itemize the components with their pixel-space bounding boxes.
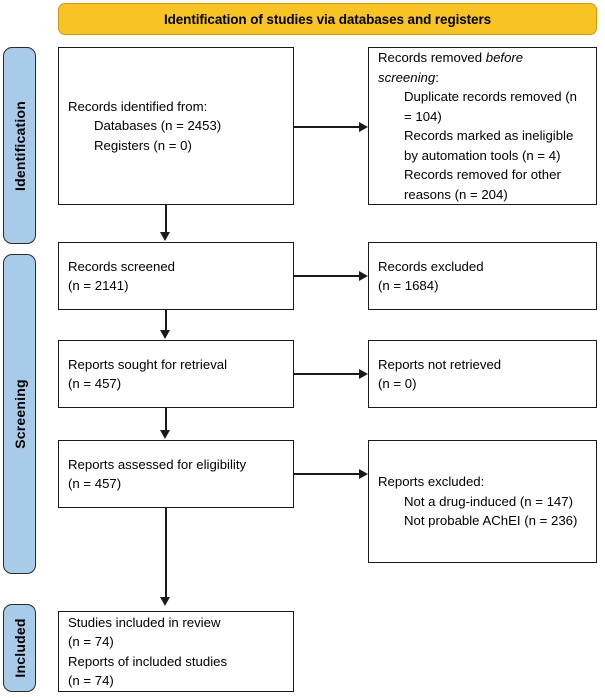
- box-reports-sought-for-retrieval: Reports sought for retrieval (n = 457): [58, 340, 294, 408]
- connector-identified-to-screened-line: [165, 205, 167, 235]
- box-studies-included-in-review: Studies included in review (n = 74) Repo…: [58, 611, 294, 692]
- box-records-excluded: Records excluded (n = 1684): [368, 242, 597, 310]
- reports-not-retrieved-count: (n = 0): [378, 376, 417, 391]
- stage-label-screening: Screening: [11, 379, 28, 449]
- box-reports-not-retrieved: Reports not retrieved (n = 0): [368, 340, 597, 408]
- records-removed-lead-suffix: :: [435, 69, 439, 85]
- records-removed-lead-italic: before screening: [378, 50, 524, 85]
- records-identified-registers: Registers (n = 0): [94, 137, 192, 153]
- box-reports-excluded: Reports excluded: Not a drug-induced (n …: [368, 440, 597, 563]
- records-removed-duplicates: Duplicate records removed (n = 104): [404, 89, 577, 124]
- stage-tab-included: Included: [3, 604, 36, 692]
- connector-screened-to-excluded-line: [294, 275, 360, 277]
- records-identified-databases: Databases (n = 2453): [94, 118, 222, 134]
- stage-tab-screening: Screening: [3, 254, 36, 574]
- records-excluded-label: Records excluded: [378, 258, 484, 274]
- records-removed-other: Records removed for other reasons (n = 2…: [404, 167, 561, 202]
- records-screened-label: Records screened: [68, 258, 176, 274]
- reports-excluded-label: Reports excluded:: [378, 474, 485, 490]
- connector-assessed-to-included-line: [165, 508, 167, 600]
- reports-excluded-not-drug-induced: Not a drug-induced (n = 147): [404, 493, 573, 509]
- records-removed-automation: Records marked as ineligible by automati…: [404, 128, 574, 163]
- connector-sought-to-not-retrieved-arrow: [359, 368, 368, 379]
- connector-sought-to-not-retrieved-line: [294, 373, 360, 375]
- reports-not-retrieved-label: Reports not retrieved: [378, 356, 502, 372]
- connector-screened-to-excluded-arrow: [359, 270, 368, 281]
- connector-screened-to-sought-line: [165, 310, 167, 333]
- connector-screened-to-sought-arrow: [160, 330, 171, 339]
- records-removed-lead: Records removed before screening:: [378, 48, 587, 87]
- box-reports-assessed-for-eligibility: Reports assessed for eligibility (n = 45…: [58, 440, 294, 508]
- connector-assessed-to-reports-excluded-line: [294, 473, 360, 475]
- box-records-removed-before-screening: Records removed before screening: Duplic…: [368, 47, 597, 205]
- reports-of-included-studies-count: (n = 74): [68, 673, 114, 688]
- diagram-title-banner: Identification of studies via databases …: [58, 3, 597, 35]
- box-records-identified: Records identified from: Databases (n = …: [58, 47, 294, 205]
- stage-label-identification: Identification: [11, 100, 28, 191]
- stage-tab-identification: Identification: [3, 47, 36, 244]
- diagram-title-text: Identification of studies via databases …: [163, 11, 492, 27]
- connector-identified-to-removed-arrow: [359, 121, 368, 132]
- records-removed-lead-prefix: Records removed: [378, 50, 486, 65]
- reports-assessed-label: Reports assessed for eligibility: [68, 456, 247, 472]
- connector-assessed-to-included-arrow: [160, 597, 171, 606]
- connector-identified-to-screened-arrow: [160, 232, 171, 241]
- records-excluded-count: (n = 1684): [378, 278, 439, 293]
- reports-of-included-studies-label: Reports of included studies: [68, 653, 228, 669]
- reports-sought-label: Reports sought for retrieval: [68, 356, 228, 372]
- studies-included-label: Studies included in review: [68, 614, 221, 630]
- reports-excluded-not-probable-achei: Not probable AChEI (n = 236): [404, 513, 578, 529]
- records-identified-line-1: Records identified from:: [68, 98, 208, 114]
- records-screened-count: (n = 2141): [68, 278, 129, 293]
- box-records-screened: Records screened (n = 2141): [58, 242, 294, 310]
- reports-sought-count: (n = 457): [68, 376, 122, 391]
- connector-sought-to-assessed-line: [165, 408, 167, 433]
- connector-sought-to-assessed-arrow: [160, 430, 171, 439]
- connector-assessed-to-reports-excluded-arrow: [359, 468, 368, 479]
- stage-label-included: Included: [11, 618, 28, 678]
- connector-identified-to-removed-line: [294, 126, 360, 128]
- reports-assessed-count: (n = 457): [68, 476, 122, 491]
- studies-included-count: (n = 74): [68, 634, 114, 649]
